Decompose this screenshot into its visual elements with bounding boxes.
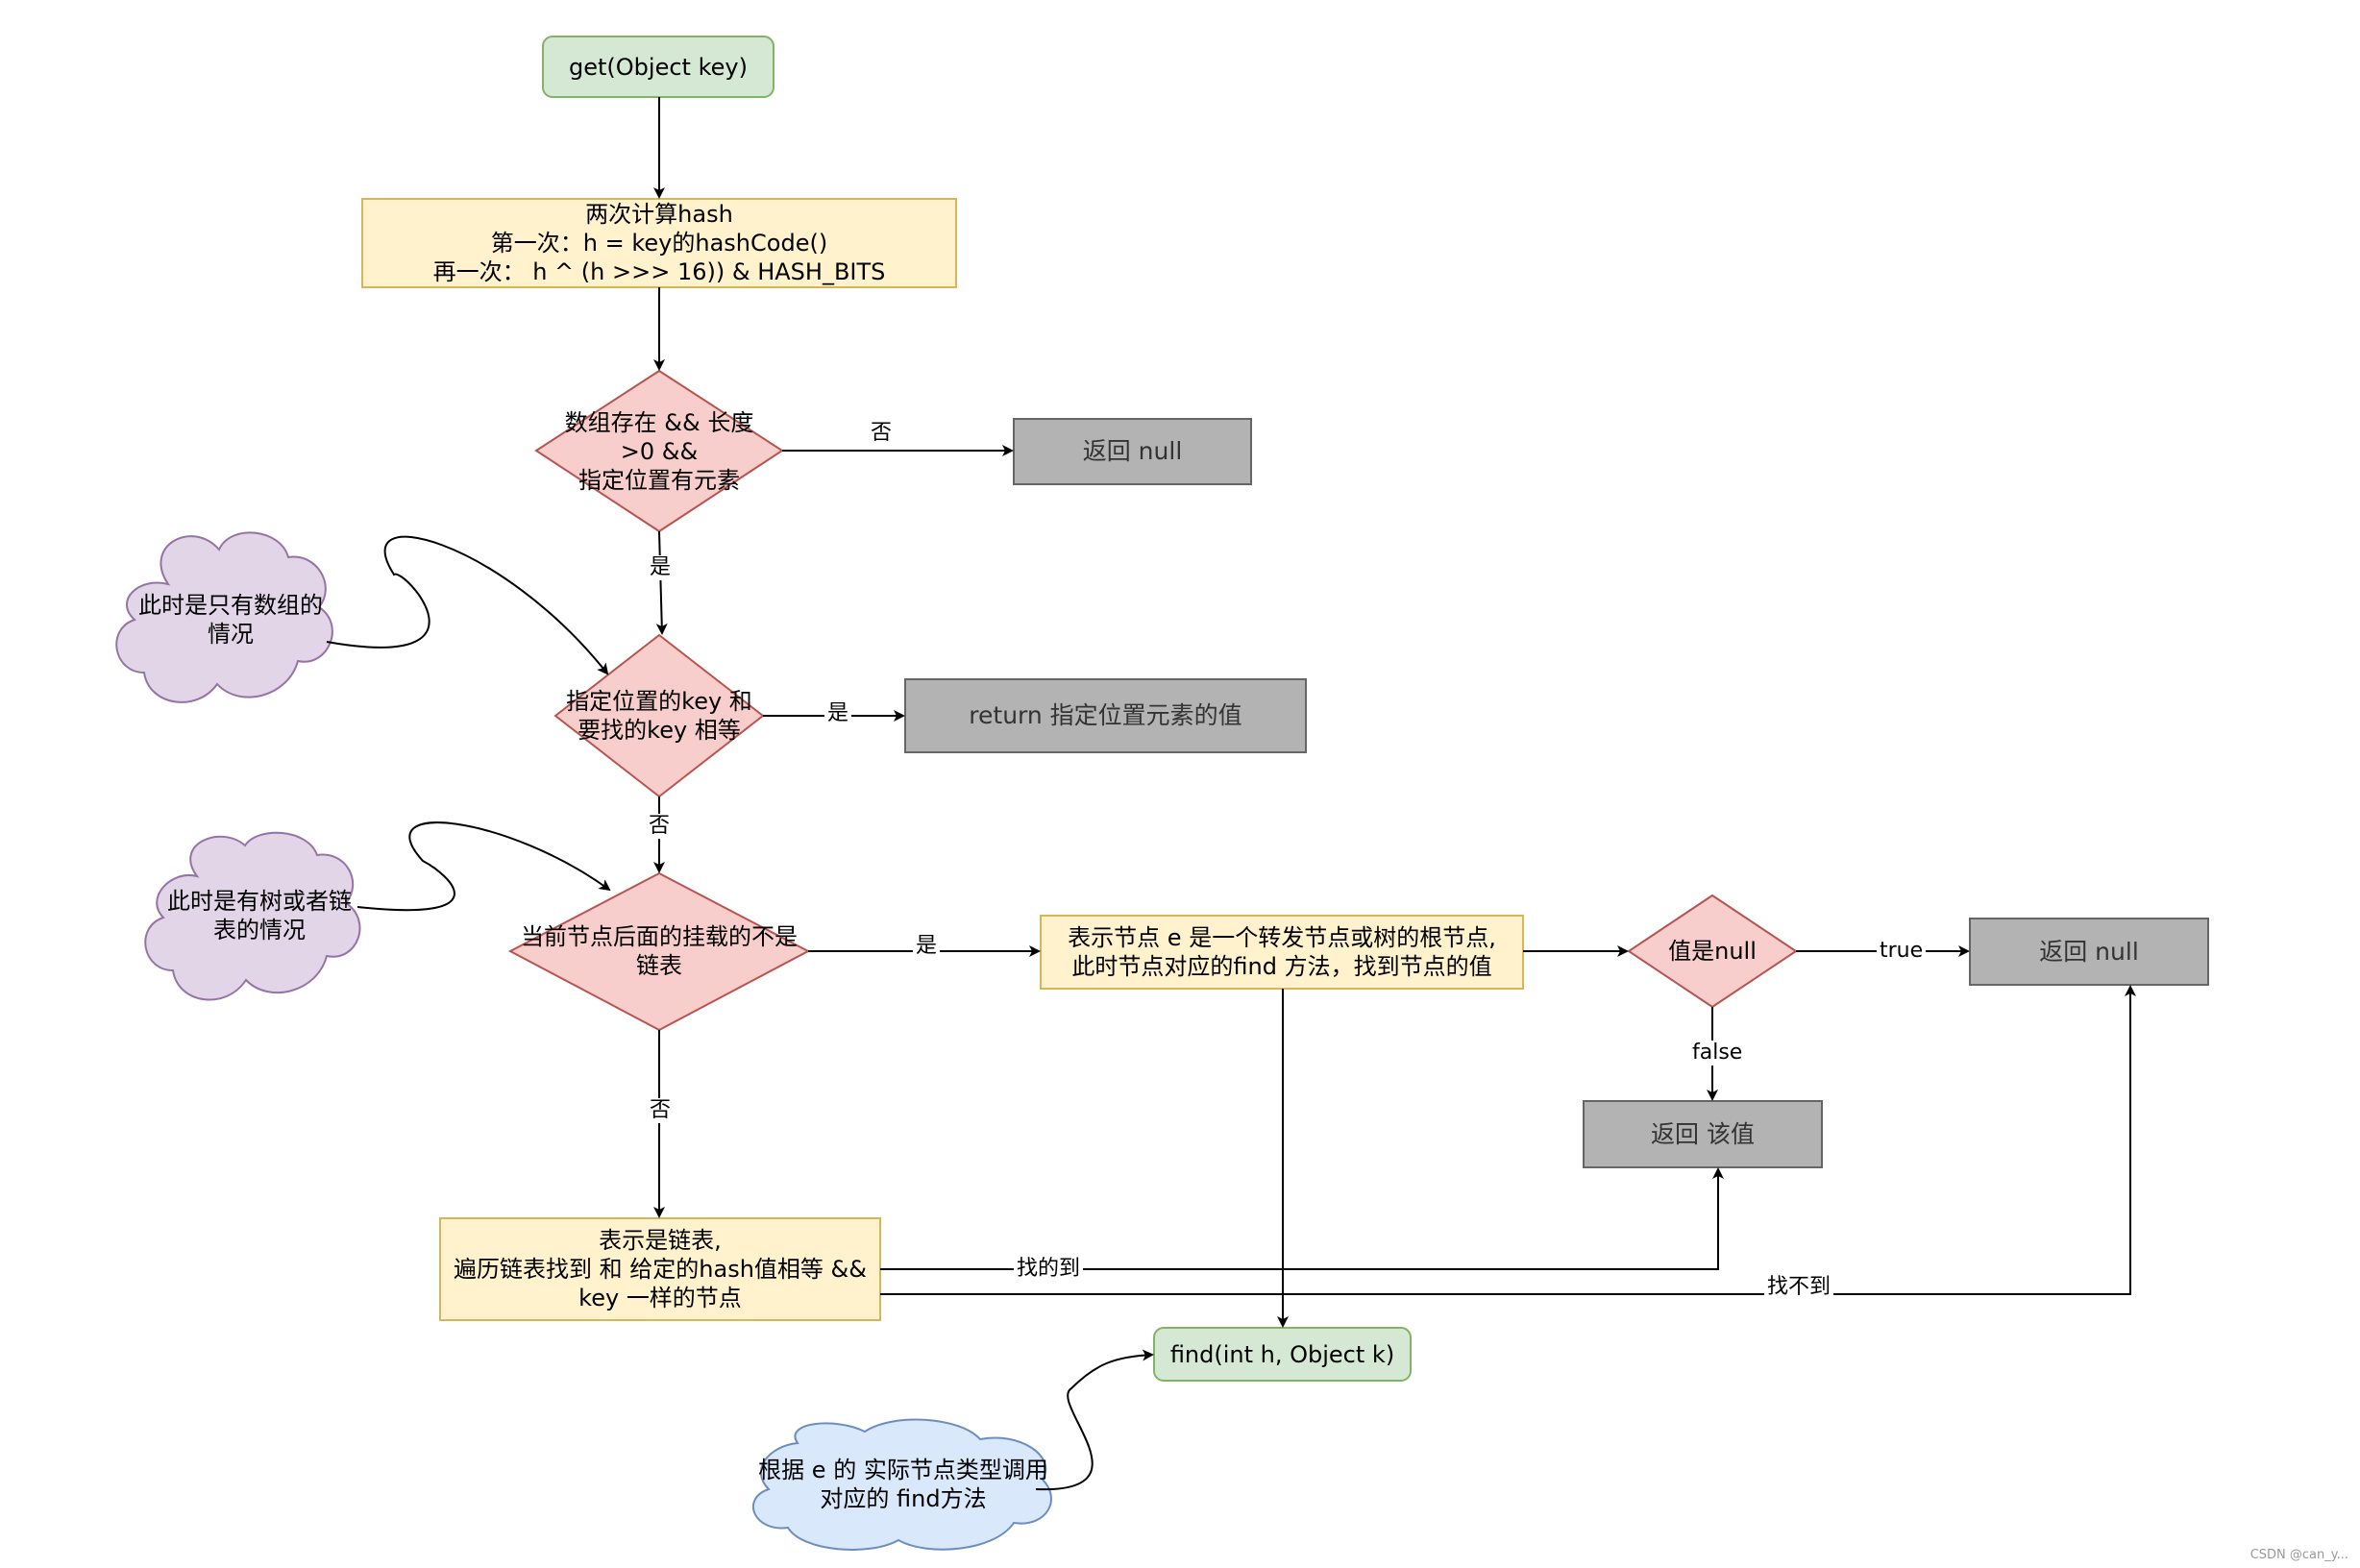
forward-node-box [1040, 915, 1524, 990]
linked-list-line1: 表示是链表, [599, 1227, 722, 1254]
hash-calc-node [361, 198, 957, 288]
edge-label-yes-3: 是 [913, 934, 941, 959]
return-null-1-text: 返回 null [1082, 437, 1183, 465]
cloud-find-note-line2: 对应的 find方法 [820, 1485, 987, 1512]
curve-find-note [1035, 1349, 1154, 1491]
hash-calc-line1: 两次计算hash [585, 201, 733, 228]
cloud-tree-or-list-line1: 此时是有树或者链 [167, 888, 352, 915]
hash-calc-line2: 第一次：h = key的hashCode() [490, 230, 828, 257]
check-key-label: 指定位置的key 和 要找的key 相等 [555, 684, 763, 747]
edge-check-array-yes [655, 530, 668, 635]
check-array-line3: 指定位置有元素 [578, 467, 740, 494]
edge-label-yes-1: 是 [647, 555, 675, 580]
find-method-text: find(int h, Object k) [1169, 1340, 1395, 1368]
return-value-node [904, 678, 1307, 753]
check-array-line2: >0 && [620, 438, 699, 465]
linked-list-line3: key 一样的节点 [578, 1285, 742, 1311]
cloud-find-note [751, 1418, 1052, 1551]
check-array-label: 数组存在 && 长度 >0 && 指定位置有元素 [536, 404, 782, 500]
cloud-array-only [115, 531, 333, 703]
return-value-text: return 指定位置元素的值 [969, 701, 1242, 729]
edge-label-found: 找的到 [1014, 1257, 1084, 1282]
cloud-tree-or-list-label: 此时是有树或者链 表的情况 [154, 882, 365, 949]
find-method-node [1153, 1327, 1412, 1382]
cloud-array-only-line1: 此时是只有数组的 [138, 592, 323, 619]
check-key-line2: 要找的key 相等 [578, 717, 741, 744]
cloud-tree-or-list [144, 831, 361, 1001]
cloud-array-only-label: 此时是只有数组的 情况 [125, 586, 336, 653]
edge-label-yes-2: 是 [824, 701, 852, 726]
edge-label-no-2: 否 [646, 814, 674, 839]
edge-list-not-found [880, 985, 2136, 1295]
return-null-2-text: 返回 null [2039, 937, 2139, 966]
edge-label-true: true [1877, 939, 1927, 964]
return-that-text: 返回 该值 [1651, 1119, 1755, 1148]
return-null-2-node [1969, 918, 2209, 986]
edge-label-no-3: 否 [647, 1098, 675, 1123]
curve-tree-or-list [356, 821, 611, 912]
linked-list-label: 表示是链表, 遍历链表找到 和 给定的hash值相等 && key 一样的节点 [440, 1218, 880, 1320]
return-value-label: return 指定位置元素的值 [905, 679, 1306, 752]
linked-list-node [439, 1217, 881, 1321]
edge-list-found [880, 1167, 1724, 1270]
return-that-label: 返回 该值 [1584, 1101, 1822, 1167]
cloud-array-only-line2: 情况 [208, 621, 254, 648]
forward-node-line2: 此时节点对应的find 方法，找到节点的值 [1071, 953, 1492, 980]
find-method-label: find(int h, Object k) [1154, 1328, 1411, 1381]
check-not-list-line1: 当前节点后面的挂载的不是 [521, 923, 798, 950]
watermark: CSDN @can_y... [2249, 1548, 2348, 1562]
hash-calc-line3: 再一次： h ^ (h >>> 16)) & HASH_BITS [432, 258, 886, 285]
check-array-line1: 数组存在 && 长度 [564, 409, 754, 436]
return-null-2-label: 返回 null [1970, 919, 2208, 985]
curve-array-only [326, 535, 609, 675]
cloud-find-note-label: 根据 e 的 实际节点类型调用 对应的 find方法 [750, 1451, 1057, 1518]
return-that-node [1583, 1100, 1823, 1168]
hash-calc-label: 两次计算hash 第一次：h = key的hashCode() 再一次： h ^… [362, 199, 956, 287]
check-null-label: 值是null [1629, 922, 1796, 980]
cloud-tree-or-list-line2: 表的情况 [213, 917, 306, 943]
check-not-list-line2: 链表 [636, 952, 682, 979]
return-null-1-label: 返回 null [1014, 419, 1251, 484]
forward-node-line1: 表示节点 e 是一个转发节点或树的根节点, [1068, 924, 1496, 951]
check-key-line1: 指定位置的key 和 [566, 688, 752, 715]
cloud-find-note-line1: 根据 e 的 实际节点类型调用 [758, 1457, 1048, 1483]
start-text: get(Object key) [569, 53, 748, 81]
forward-node-label: 表示节点 e 是一个转发节点或树的根节点, 此时节点对应的find 方法，找到节… [1041, 916, 1523, 989]
edge-label-false: false [1689, 1041, 1746, 1066]
linked-list-line2: 遍历链表找到 和 给定的hash值相等 && [454, 1256, 867, 1283]
check-not-list-label: 当前节点后面的挂载的不是 链表 [510, 920, 808, 982]
return-null-1-node [1013, 418, 1252, 485]
check-null-text: 值是null [1668, 938, 1757, 965]
edge-label-no-1: 否 [868, 421, 896, 446]
start-node-label: get(Object key) [543, 37, 774, 97]
edge-label-not-found: 找不到 [1764, 1275, 1834, 1300]
